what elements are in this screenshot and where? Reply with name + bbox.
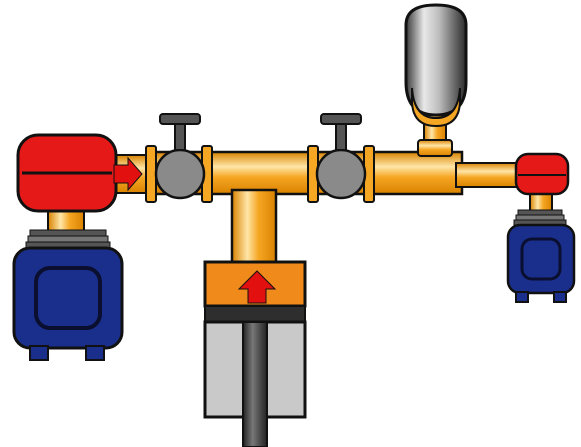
accumulator-tank xyxy=(404,3,468,128)
right-motor-coupling xyxy=(513,209,567,226)
left-valve-flange-left xyxy=(145,145,157,203)
left-pump-motor xyxy=(12,133,124,361)
tee-down-pipe xyxy=(230,188,278,267)
tank-collar xyxy=(417,139,453,157)
right-motor-blue-body xyxy=(506,223,576,295)
right-branch-pipe xyxy=(455,162,523,188)
left-valve-stem xyxy=(174,121,186,151)
left-motor-foot-left xyxy=(29,345,49,361)
left-motor-blue-body xyxy=(12,246,124,350)
left-valve-handwheel xyxy=(159,113,201,125)
left-motor-panel xyxy=(34,266,102,330)
gate-valve-icon xyxy=(154,148,206,200)
right-motor-panel xyxy=(520,237,562,281)
tank-base xyxy=(411,87,461,128)
pipe-network xyxy=(47,109,553,267)
piston-rod xyxy=(242,321,268,447)
left-gate-valve xyxy=(145,113,213,203)
right-pump-motor xyxy=(506,152,576,303)
left-motor-foot-right xyxy=(85,345,105,361)
left-motor-coupling xyxy=(25,229,111,249)
flow-arrow-up-icon xyxy=(237,270,277,304)
right-motor-foot-left xyxy=(515,291,529,303)
right-gate-valve xyxy=(307,113,375,203)
right-valve-stem xyxy=(335,121,347,151)
piston-cylinder xyxy=(203,260,307,447)
gate-valve-icon xyxy=(315,148,367,200)
right-motor-foot-right xyxy=(553,291,567,303)
piston-head xyxy=(204,305,306,323)
flow-arrow-right-icon xyxy=(113,156,143,192)
right-valve-handwheel xyxy=(320,113,362,125)
tank-icon xyxy=(404,3,468,117)
